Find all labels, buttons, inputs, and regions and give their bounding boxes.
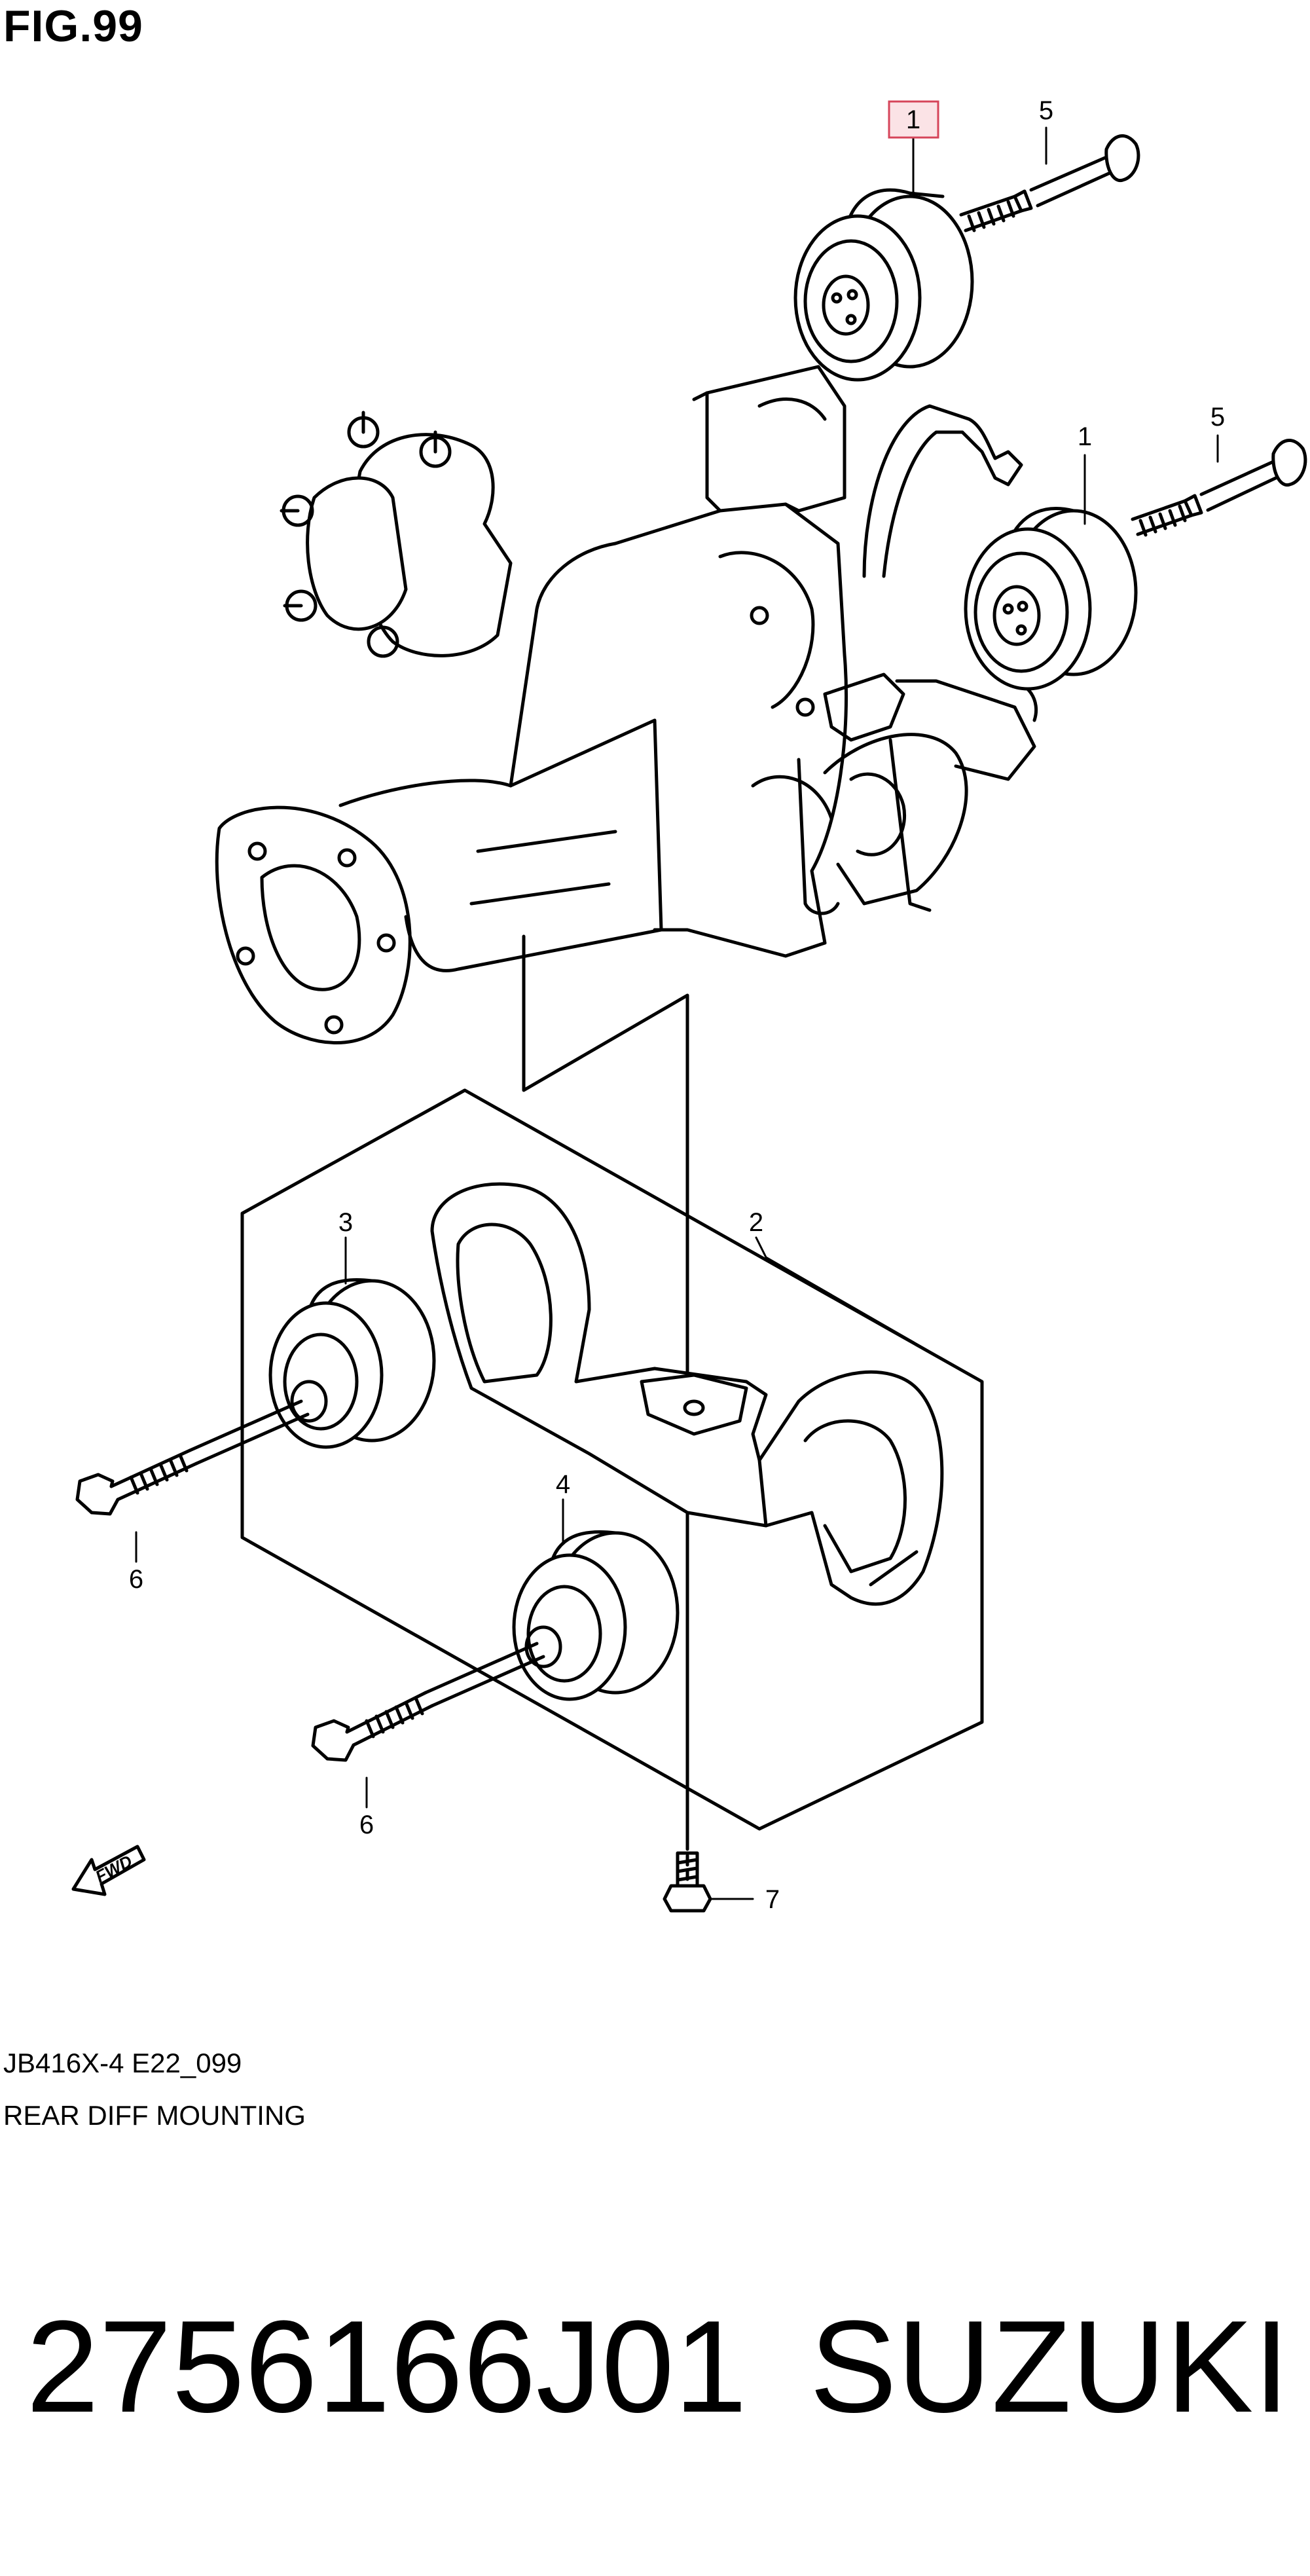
callout-label-1-upper: 1 bbox=[906, 105, 920, 134]
brand-name: SUZUKI bbox=[809, 2294, 1290, 2440]
callout-label-5-lower: 5 bbox=[1210, 403, 1225, 432]
callout-label-7: 7 bbox=[765, 1885, 780, 1914]
fwd-arrow-icon: FWD bbox=[71, 1845, 146, 1896]
upper-bushing-part-1 bbox=[793, 188, 974, 382]
callout-leaders bbox=[135, 126, 1219, 1900]
diagram-model-code: JB416X-4 E22_099 bbox=[3, 2048, 242, 2078]
callout-label-3: 3 bbox=[338, 1208, 353, 1237]
lower-bolt-part-6 bbox=[311, 1642, 545, 1762]
bolt-part-7 bbox=[663, 1851, 712, 1913]
callout-label-5-upper: 5 bbox=[1039, 96, 1053, 125]
callout-1-highlight-box bbox=[888, 100, 939, 139]
part-caption: 2756166J01 SUZUKI bbox=[26, 2285, 1290, 2449]
diagram-caption: REAR DIFF MOUNTING bbox=[3, 2100, 306, 2131]
upper-bolt-part-5 bbox=[959, 134, 1140, 232]
callout-label-2: 2 bbox=[749, 1208, 763, 1237]
differential-housing bbox=[215, 365, 1038, 1044]
callout-label-6-lower: 6 bbox=[359, 1811, 374, 1839]
figure-title: FIG.99 bbox=[3, 1, 143, 51]
lower-bushing-part-1 bbox=[964, 507, 1138, 691]
part-number: 2756166J01 bbox=[26, 2294, 748, 2440]
callout-label-4: 4 bbox=[556, 1470, 570, 1499]
callout-label-6-upper: 6 bbox=[129, 1565, 143, 1594]
crossmember-parts-box bbox=[240, 1088, 984, 1831]
crossmember-bracket-part-2 bbox=[430, 1182, 944, 1606]
exploded-parts-diagram: 1 5 1 5 2 3 4 6 6 7 FWD bbox=[71, 96, 1307, 1914]
bushing-part-4 bbox=[512, 1530, 680, 1701]
upper-bolt-part-6 bbox=[75, 1399, 310, 1516]
lower-bolt-part-5 bbox=[1131, 439, 1307, 537]
callout-label-1-lower: 1 bbox=[1078, 422, 1092, 451]
bushing-part-3 bbox=[268, 1278, 436, 1449]
